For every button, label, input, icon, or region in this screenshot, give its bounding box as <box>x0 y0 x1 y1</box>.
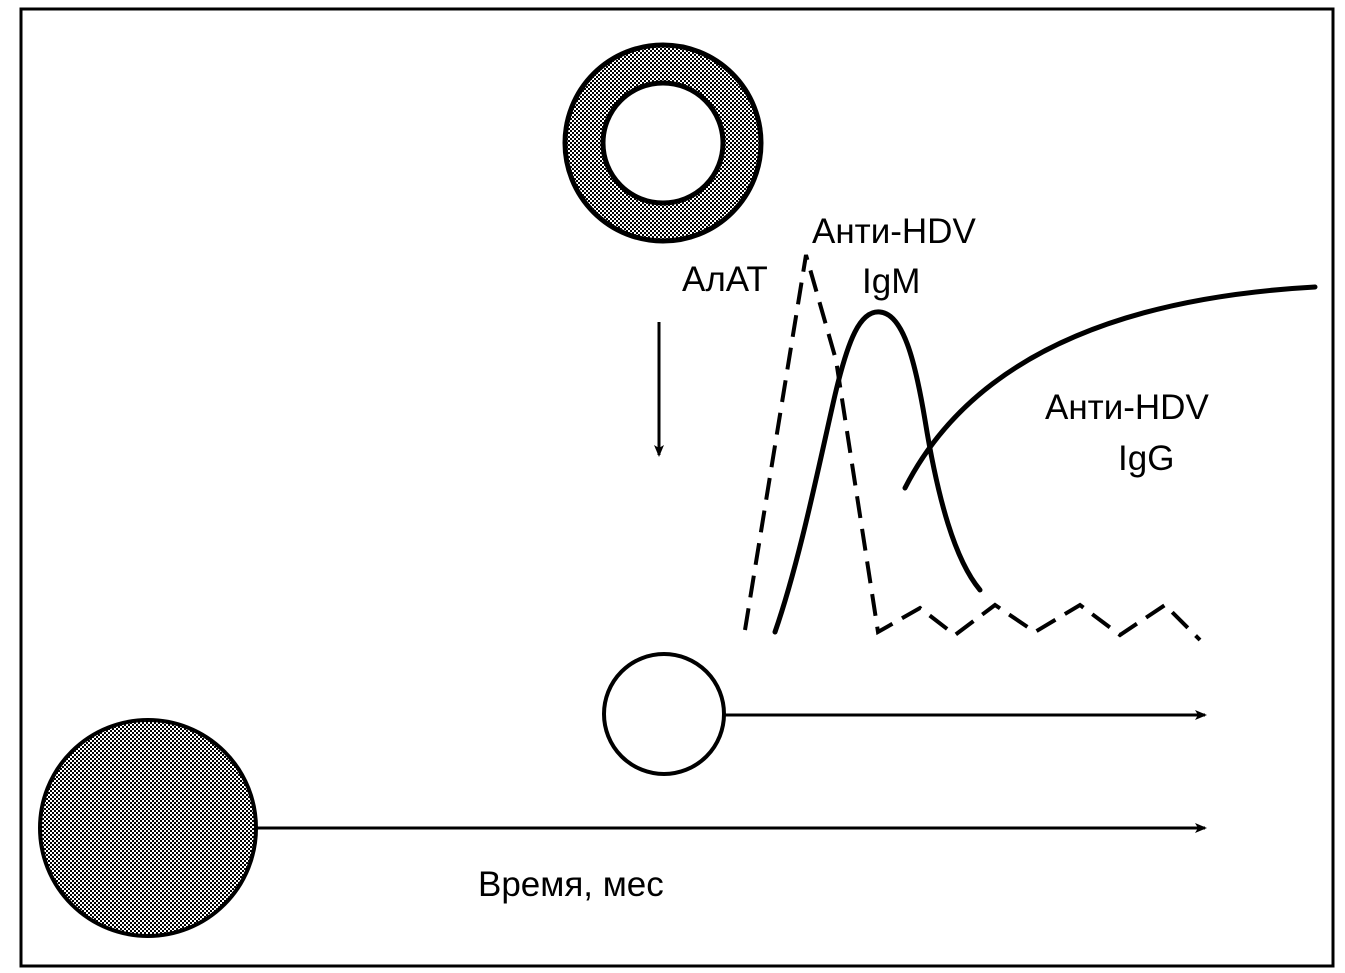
time-axis-label: Время, мес <box>478 865 664 904</box>
stippled-marker-circle-icon <box>38 718 258 938</box>
label-alat: АлАТ <box>682 260 768 299</box>
open-marker-circle-icon <box>602 652 726 776</box>
hdv-virion-core-icon <box>600 80 726 206</box>
anti-hdv-igm-curve <box>772 309 983 635</box>
anti-hdv-igg-curve <box>902 284 1318 491</box>
label-anti-hdv-igg-2: IgG <box>1118 439 1174 478</box>
label-anti-hdv-igm-1: Анти-HDV <box>812 212 976 251</box>
diagram-frame <box>19 7 1335 968</box>
alat-dashed-curve <box>743 254 1202 642</box>
label-anti-hdv-igg-1: Анти-HDV <box>1045 388 1209 427</box>
label-anti-hdv-igm-2: IgM <box>862 262 920 301</box>
